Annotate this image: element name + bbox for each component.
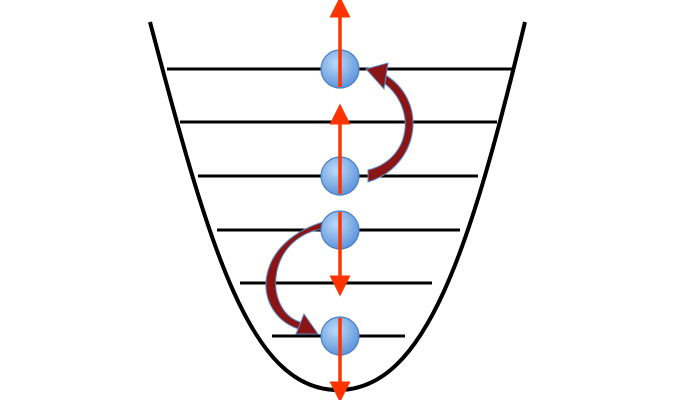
transition-arrows — [265, 62, 414, 335]
particle-level-6 — [320, 0, 360, 89]
particle-level-1 — [320, 316, 360, 400]
transition-arrowhead-4-to-6 — [365, 62, 389, 91]
energy-levels — [167, 67, 512, 338]
particle-level-4 — [320, 103, 360, 196]
transition-arrowhead-3-to-1 — [295, 312, 319, 335]
particle-level-3 — [320, 210, 360, 297]
transition-arrow-4-to-6 — [367, 72, 414, 183]
transition-arrow-3-to-1 — [265, 219, 331, 331]
particles — [320, 0, 360, 400]
